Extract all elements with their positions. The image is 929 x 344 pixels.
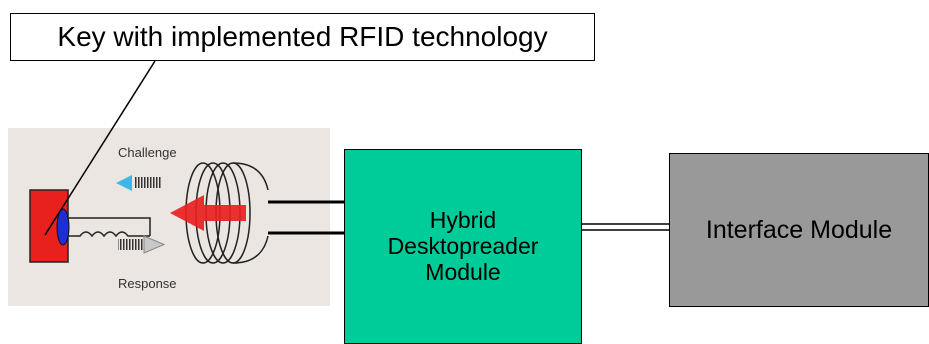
key-blade [68,217,151,238]
callout-label: Key with implemented RFID technology [10,13,595,61]
challenge-label: Challenge [118,145,177,160]
challenge-signal-bars [134,177,162,188]
interface-module: Interface Module [669,153,929,307]
hybrid-desktopreader-module: Hybrid Desktopreader Module [344,149,582,344]
key-chip-icon [56,208,70,246]
hybrid-module-label: Hybrid Desktopreader Module [387,206,539,285]
interface-module-label: Interface Module [705,215,893,244]
challenge-arrow-icon [116,175,132,191]
field-arrow-icon [170,195,246,231]
callout-leader-line [44,60,156,236]
response-arrow-icon [143,235,166,254]
response-signal-bars [118,239,144,250]
response-label: Response [118,276,177,291]
callout-text: Key with implemented RFID technology [57,21,548,52]
